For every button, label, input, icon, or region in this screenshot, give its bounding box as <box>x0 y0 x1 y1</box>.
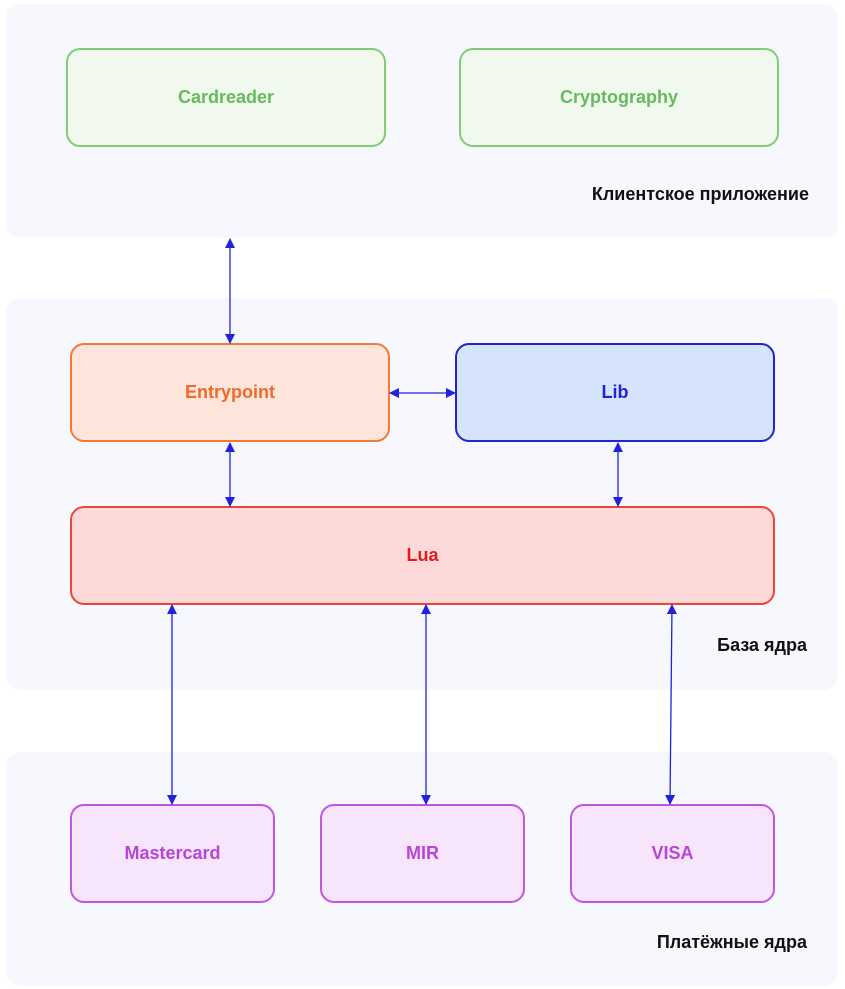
group-label-kernel-base: База ядра <box>717 635 807 655</box>
node-lua[interactable]: Lua <box>70 506 775 605</box>
node-cardreader-label: Cardreader <box>177 87 275 107</box>
node-cardreader[interactable]: Cardreader <box>66 48 386 147</box>
node-lib[interactable]: Lib <box>455 343 775 442</box>
node-mastercard-label: Mastercard <box>124 843 221 863</box>
node-mir-label: MIR <box>406 843 439 863</box>
node-cryptography-label: Cryptography <box>559 87 678 107</box>
node-visa[interactable]: VISA <box>570 804 775 903</box>
node-mir[interactable]: MIR <box>320 804 525 903</box>
group-label-payment-kernels: Платёжные ядра <box>656 932 807 952</box>
node-mastercard[interactable]: Mastercard <box>70 804 275 903</box>
node-entrypoint[interactable]: Entrypoint <box>70 343 390 442</box>
node-lua-label: Lua <box>406 545 439 565</box>
node-entrypoint-label: Entrypoint <box>185 382 275 402</box>
node-cryptography[interactable]: Cryptography <box>459 48 779 147</box>
node-visa-label: VISA <box>651 843 694 863</box>
group-label-client-app: Клиентское приложение <box>591 184 809 204</box>
node-lib-label: Lib <box>601 382 629 402</box>
